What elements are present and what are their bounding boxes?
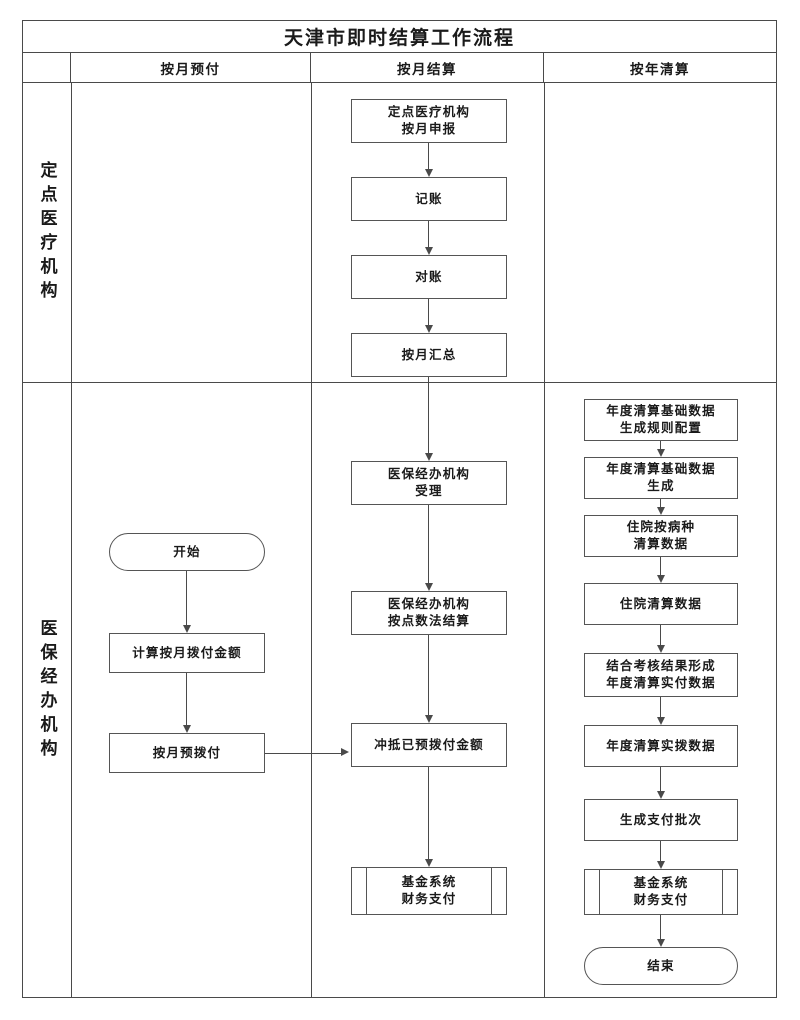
node-inpatient-by-disease-clearing-data: 住院按病种 清算数据 [584, 515, 738, 557]
arrowhead-n3-n4 [424, 325, 433, 333]
node-designated-institution-monthly-declaration: 定点医疗机构 按月申报 [351, 99, 507, 143]
connector-n5-n6 [428, 505, 430, 585]
divider-column-1 [311, 83, 312, 997]
arrowhead-n1-n2 [424, 169, 433, 177]
header-corner-spacer [23, 53, 71, 82]
node-annual-clearing-actual-allocation-data: 年度清算实拨数据 [584, 725, 738, 767]
divider-column-2 [544, 83, 545, 997]
connector-a6-a7 [660, 767, 662, 793]
swimlane-label-designated-medical-institution: 定点医疗机构 [37, 160, 57, 305]
node-offset-prepaid-amount: 冲抵已预拨付金额 [351, 723, 507, 767]
node-calculate-monthly-allocation-amount: 计算按月拨付金额 [109, 633, 265, 673]
flowchart-frame: 天津市即时结算工作流程 按月预付 按月结算 按年清算 定点医疗机构 医保经办机构… [22, 20, 777, 998]
node-start: 开始 [109, 533, 265, 571]
connector-a5-a6 [660, 697, 662, 719]
connector-n2-n3 [428, 221, 430, 249]
arrowhead-a1-a2 [656, 449, 665, 457]
node-bookkeeping: 记账 [351, 177, 507, 221]
node-monthly-prepayment: 按月预拨付 [109, 733, 265, 773]
arrowhead-n7-n8 [424, 859, 433, 867]
chart-title-band: 天津市即时结算工作流程 [23, 21, 776, 53]
connector-n7-n8 [428, 767, 430, 861]
node-annual-clearing-base-data-rule-config: 年度清算基础数据 生成规则配置 [584, 399, 738, 441]
connector-n4-n5 [428, 377, 430, 455]
arrowhead-a3-a4 [656, 575, 665, 583]
connector-a3-a4 [660, 557, 662, 577]
node-annual-clearing-base-data-generation: 年度清算基础数据 生成 [584, 457, 738, 499]
page-title: 天津市即时结算工作流程 [283, 28, 515, 49]
node-reconciliation: 对账 [351, 255, 507, 299]
connector-n3-n4 [428, 299, 430, 327]
arrowhead-a6-a7 [656, 791, 665, 799]
swimlane-label-insurance-agency: 医保经办机构 [37, 618, 57, 763]
node-inpatient-clearing-data: 住院清算数据 [584, 583, 738, 625]
connector-p3-n7 [265, 752, 343, 754]
connector-a1-a2 [660, 441, 662, 451]
connector-a8-a9 [660, 915, 662, 941]
divider-swimlane [23, 382, 776, 383]
node-monthly-summary: 按月汇总 [351, 333, 507, 377]
column-header-monthly-settle: 按月结算 [311, 53, 544, 82]
connector-n6-n7 [428, 635, 430, 717]
node-generate-payment-batch: 生成支付批次 [584, 799, 738, 841]
node-annual-clearing-actual-payable-data: 结合考核结果形成 年度清算实付数据 [584, 653, 738, 697]
arrowhead-a4-a5 [656, 645, 665, 653]
node-fund-system-financial-payment-monthly: 基金系统 财务支付 [351, 866, 507, 916]
arrowhead-n6-n7 [424, 715, 433, 723]
connector-a2-a3 [660, 499, 662, 509]
connector-n1-n2 [428, 143, 430, 171]
connector-a4-a5 [660, 625, 662, 647]
arrowhead-a7-a8 [656, 861, 665, 869]
arrowhead-n4-n5 [424, 453, 433, 461]
column-header-monthly-prepay: 按月预付 [71, 53, 311, 82]
divider-label-column [71, 83, 72, 997]
node-insurance-agency-acceptance: 医保经办机构 受理 [351, 461, 507, 505]
arrowhead-a5-a6 [656, 717, 665, 725]
node-fund-system-financial-payment-annual: 基金系统 财务支付 [584, 868, 738, 916]
node-insurance-agency-point-method-settlement: 医保经办机构 按点数法结算 [351, 591, 507, 635]
arrowhead-n5-n6 [424, 583, 433, 591]
connector-a7-a8 [660, 841, 662, 863]
arrowhead-p3-n7 [341, 748, 349, 756]
arrowhead-a8-a9 [656, 939, 665, 947]
arrowhead-p2-p3 [182, 725, 191, 733]
connector-p2-p3 [186, 673, 188, 727]
arrowhead-a2-a3 [656, 507, 665, 515]
connector-p1-p2 [186, 571, 188, 627]
column-header-annual-clearing: 按年清算 [630, 61, 690, 77]
arrowhead-p1-p2 [182, 625, 191, 633]
column-header-band: 按月预付 按月结算 按年清算 [23, 53, 776, 83]
arrowhead-n2-n3 [424, 247, 433, 255]
node-end: 结束 [584, 947, 738, 985]
